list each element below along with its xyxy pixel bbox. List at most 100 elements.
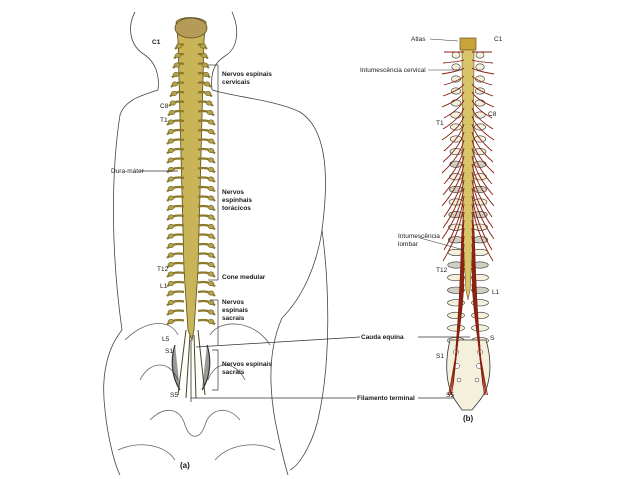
ganglion-a [204, 91, 212, 96]
nerve-root-b [443, 147, 465, 185]
ganglion-a [199, 43, 207, 49]
nerve-root-a [166, 233, 185, 240]
ganglion-a [207, 176, 215, 182]
nerve-root-b [471, 67, 495, 75]
nerve-root-a [197, 128, 216, 136]
figure-a-level-labels: C1 C8 T1 T12 L1 L5 S1 S5 [152, 39, 178, 399]
ganglion-a [167, 176, 175, 182]
nerve-root-a [197, 261, 216, 269]
vertebra-b [447, 324, 465, 332]
nerve-root-b [471, 147, 493, 185]
ganglion-a [207, 300, 215, 305]
ganglion-a [207, 262, 215, 267]
level-l5-a: L5 [162, 336, 170, 343]
nerve-root-a [197, 185, 216, 193]
vertebra-b [475, 51, 485, 59]
nerve-root-a [197, 299, 216, 307]
nerve-root-a [166, 280, 185, 288]
ganglion-a [207, 214, 215, 220]
nerve-root-a [197, 119, 216, 126]
ganglion-a [202, 72, 210, 77]
nerve-root-a [197, 166, 216, 174]
vertebra-b [473, 160, 487, 168]
vertebra-b [472, 185, 488, 193]
nerve-root-b [471, 123, 493, 152]
level-t12-a: T12 [157, 266, 169, 273]
figure-b-annotations: Atlas Intumescência cervical Intumescênc… [360, 36, 474, 423]
vertebra-b [450, 123, 462, 131]
ganglion-a [207, 319, 215, 324]
level-c1-b: C1 [494, 36, 503, 43]
label-cervical-enlargement: Intumescência cervical [360, 67, 426, 74]
level-t1-b: T1 [436, 120, 444, 127]
nerve-root-b [471, 59, 494, 64]
nerve-root-a [197, 157, 216, 164]
ganglion-a [207, 167, 215, 172]
level-t12-b: T12 [436, 267, 448, 274]
ganglion-a [207, 290, 215, 296]
caption-a: (a) [180, 461, 190, 470]
ganglion-a [167, 252, 175, 258]
figure-a-nerve-roots [166, 43, 216, 326]
nerve-root-b [442, 59, 465, 64]
ganglion-a [167, 157, 175, 163]
ganglion-a [207, 271, 215, 277]
nerve-root-b [442, 179, 465, 229]
nerve-root-b [443, 75, 465, 86]
shared-annotations: Cauda equina Filamento terminal [357, 334, 415, 402]
nerve-root-b [441, 187, 465, 240]
ganglion-a [167, 138, 175, 144]
nerve-root-a [166, 128, 185, 136]
ganglion-a [169, 100, 177, 106]
nerve-root-a [197, 147, 216, 155]
nerve-root-b [471, 131, 494, 163]
nerve-root-b [442, 155, 465, 196]
level-s-b: S [490, 335, 495, 342]
ganglion-a [205, 100, 213, 106]
nerve-root-a [166, 185, 185, 193]
nerve-root-b [441, 163, 465, 207]
nerve-root-b [471, 179, 494, 229]
ganglion-a [174, 53, 182, 58]
nerve-root-b [442, 83, 465, 97]
nerve-root-a [197, 176, 216, 183]
nerve-root-a [166, 261, 185, 269]
level-l1-b: L1 [492, 289, 500, 296]
figure-a-brackets [140, 64, 219, 391]
ganglion-a [167, 309, 175, 315]
ganglion-a [207, 281, 215, 286]
figure-b-level-labels: C1 C8 T1 T12 L1 S S1 S5 [436, 36, 503, 399]
figure-b-nerve-roots [441, 51, 495, 396]
ganglion-a [175, 43, 183, 49]
ganglion-a [172, 72, 180, 77]
vertebra-b [474, 123, 486, 131]
label-atlas: Atlas [411, 36, 426, 43]
nerve-root-b [471, 163, 495, 207]
ganglion-a [167, 148, 175, 153]
vertebra-b [447, 311, 465, 319]
ganglion-a [207, 157, 215, 163]
nerve-root-b [471, 139, 495, 174]
label-cauda-equina: Cauda equina [361, 334, 404, 341]
vertebra-b [471, 311, 489, 319]
ganglion-a [207, 243, 215, 248]
ganglion-a [201, 62, 209, 68]
nerve-root-b [442, 131, 465, 163]
ganglion-a [167, 214, 175, 220]
ganglion-a [167, 205, 175, 210]
nerve-root-b [443, 171, 465, 218]
caption-b: (b) [463, 414, 474, 423]
ganglion-a [167, 262, 175, 267]
ganglion-a [203, 81, 211, 87]
ganglion-a [171, 81, 179, 87]
nerve-root-b [471, 195, 493, 251]
ganglion-a [207, 186, 215, 191]
ganglion-a [207, 205, 215, 210]
nerve-root-b [471, 115, 495, 141]
nerve-root-a [197, 309, 216, 316]
